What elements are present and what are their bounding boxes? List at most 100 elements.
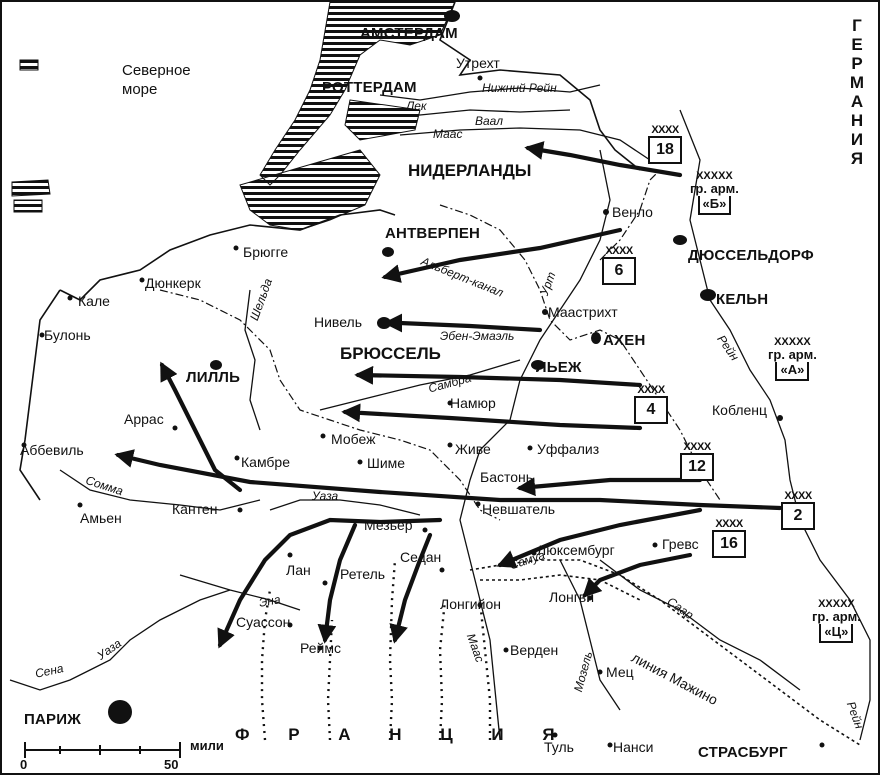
city-aachen: АХЕН: [603, 332, 646, 349]
city-brussels: БРЮССЕЛЬ: [340, 344, 441, 363]
army-6-marker: XXXX 6: [602, 245, 636, 285]
city-nivelles: Нивель: [314, 314, 362, 330]
city-liege: ЛЬЕЖ: [536, 359, 582, 376]
dotted-routes: [260, 559, 492, 741]
army-12-marker: XXXX 12: [680, 441, 714, 481]
city-antwerp: АНТВЕРПЕН: [385, 225, 481, 242]
army-4-number: 4: [634, 396, 668, 424]
army-18-echelon: XXXX: [651, 124, 679, 136]
city-lille: ЛИЛЛЬ: [186, 369, 241, 386]
city-koblenz: Кобленц: [712, 402, 768, 418]
army-group-c-echelon: XXXXX: [818, 598, 855, 610]
army-group-c-line1: гр. арм.: [812, 609, 861, 625]
army-group-a-echelon: XXXXX: [774, 336, 811, 348]
city-namur: Намюр: [450, 395, 496, 411]
city-houffalize: Уффализ: [537, 441, 600, 457]
army-6-number: 6: [602, 257, 636, 285]
river-uaza-north: Уаза: [312, 489, 339, 503]
river-maas-north: Маас: [433, 127, 463, 141]
city-chimay: Шиме: [367, 455, 406, 471]
scale-max: 50: [164, 757, 179, 772]
city-boulogne: Булонь: [44, 327, 91, 343]
city-bastogne: Бастонь: [480, 469, 534, 485]
polder-hatching: [11, 1, 456, 231]
city-dusseldorf: ДЮССЕЛЬДОРФ: [688, 247, 814, 264]
scale-bar: [24, 742, 181, 758]
scale-min: 0: [20, 757, 28, 772]
city-nancy: Нанси: [613, 739, 654, 755]
city-toul: Туль: [544, 739, 574, 755]
border-lines: [159, 169, 721, 521]
city-venlo: Венло: [612, 204, 653, 220]
city-reims: Реймс: [300, 640, 341, 656]
city-soissons: Суассон: [236, 614, 291, 630]
city-luxembourg: Люксембург: [537, 542, 615, 558]
army-4-echelon: XXXX: [637, 384, 665, 396]
river-vaal: Ваал: [475, 114, 503, 128]
river-ena: Эна: [257, 592, 282, 610]
city-maastricht: Маастрихт: [548, 304, 618, 320]
army-group-c: XXXXX гр. арм. «Ц»: [812, 598, 861, 643]
army-group-c-name: «Ц»: [819, 624, 854, 643]
coastline: [19, 1, 641, 501]
city-neufchateau: Невшатель: [482, 501, 556, 517]
river-lek: Лек: [406, 99, 427, 113]
city-utrecht: Утрехт: [456, 55, 500, 71]
army-group-a-line1: гр. арм.: [768, 347, 817, 363]
army-18-marker: XXXX 18: [648, 124, 682, 164]
city-arras: Аррас: [124, 411, 164, 427]
city-calais: Кале: [78, 293, 110, 309]
army-16-echelon: XXXX: [715, 518, 743, 530]
army-2-echelon: XXXX: [784, 490, 812, 502]
country-germany: Г Е Р М А Н И Я: [849, 16, 865, 168]
city-paris: ПАРИЖ: [24, 711, 81, 728]
city-metz: Мец: [606, 664, 634, 680]
city-blobs: [108, 10, 716, 724]
city-givet: Живе: [455, 441, 491, 457]
city-laon: Лан: [286, 562, 311, 578]
city-abbeville: Аббевиль: [20, 442, 84, 458]
army-group-a: XXXXX гр. арм. «А»: [768, 336, 817, 381]
army-2-number: 2: [781, 502, 815, 530]
army-12-number: 12: [680, 453, 714, 481]
army-4-marker: XXXX 4: [634, 384, 668, 424]
army-group-a-name: «А»: [775, 362, 810, 381]
army-group-b-echelon: XXXXX: [696, 170, 733, 182]
army-18-number: 18: [648, 136, 682, 164]
city-grevenmacher: Гревс: [662, 536, 699, 552]
army-2-marker: XXXX 2: [781, 490, 815, 530]
army-group-b-line1: гр. арм.: [690, 181, 739, 197]
city-verden: Верден: [510, 642, 559, 658]
attack-arrows: [114, 141, 783, 649]
army-16-number: 16: [712, 530, 746, 558]
river-nizhny-rein: Нижний Рейн: [482, 81, 557, 95]
country-france: Ф Р А Н Ц И Я: [235, 725, 563, 744]
city-cantin: Кантен: [172, 501, 218, 517]
maginot-line: [469, 559, 861, 746]
city-dots: [21, 75, 825, 748]
region-netherlands: НИДЕРЛАНДЫ: [408, 161, 532, 180]
city-sedan: Седан: [400, 549, 442, 565]
city-mezieres: Мезьер: [364, 517, 413, 533]
army-16-marker: XXXX 16: [712, 518, 746, 558]
city-maubeuge: Мобеж: [331, 431, 376, 447]
rivers: [9, 84, 871, 741]
city-cambrai: Камбре: [241, 454, 290, 470]
army-12-echelon: XXXX: [683, 441, 711, 453]
city-rotterdam: РОТТЕРДАМ: [322, 79, 417, 96]
city-strasbourg: СТРАСБУРГ: [698, 744, 788, 761]
city-dunkirk: Дюнкерк: [145, 275, 201, 291]
city-koln: КЕЛЬН: [716, 291, 769, 308]
city-amsterdam: АМСТЕРДАМ: [360, 25, 458, 42]
city-longwy: Лонгви: [549, 589, 595, 605]
army-group-b-name: «Б»: [697, 196, 732, 215]
north-sea-label: Северное море: [122, 62, 191, 98]
city-bruges: Брюгге: [243, 244, 289, 260]
river-eben-emael: Эбен-Эмаэль: [440, 329, 515, 343]
city-longuyon: Лонгийон: [440, 596, 501, 612]
scale-unit: мили: [190, 738, 224, 753]
city-rethel: Ретель: [340, 566, 386, 582]
